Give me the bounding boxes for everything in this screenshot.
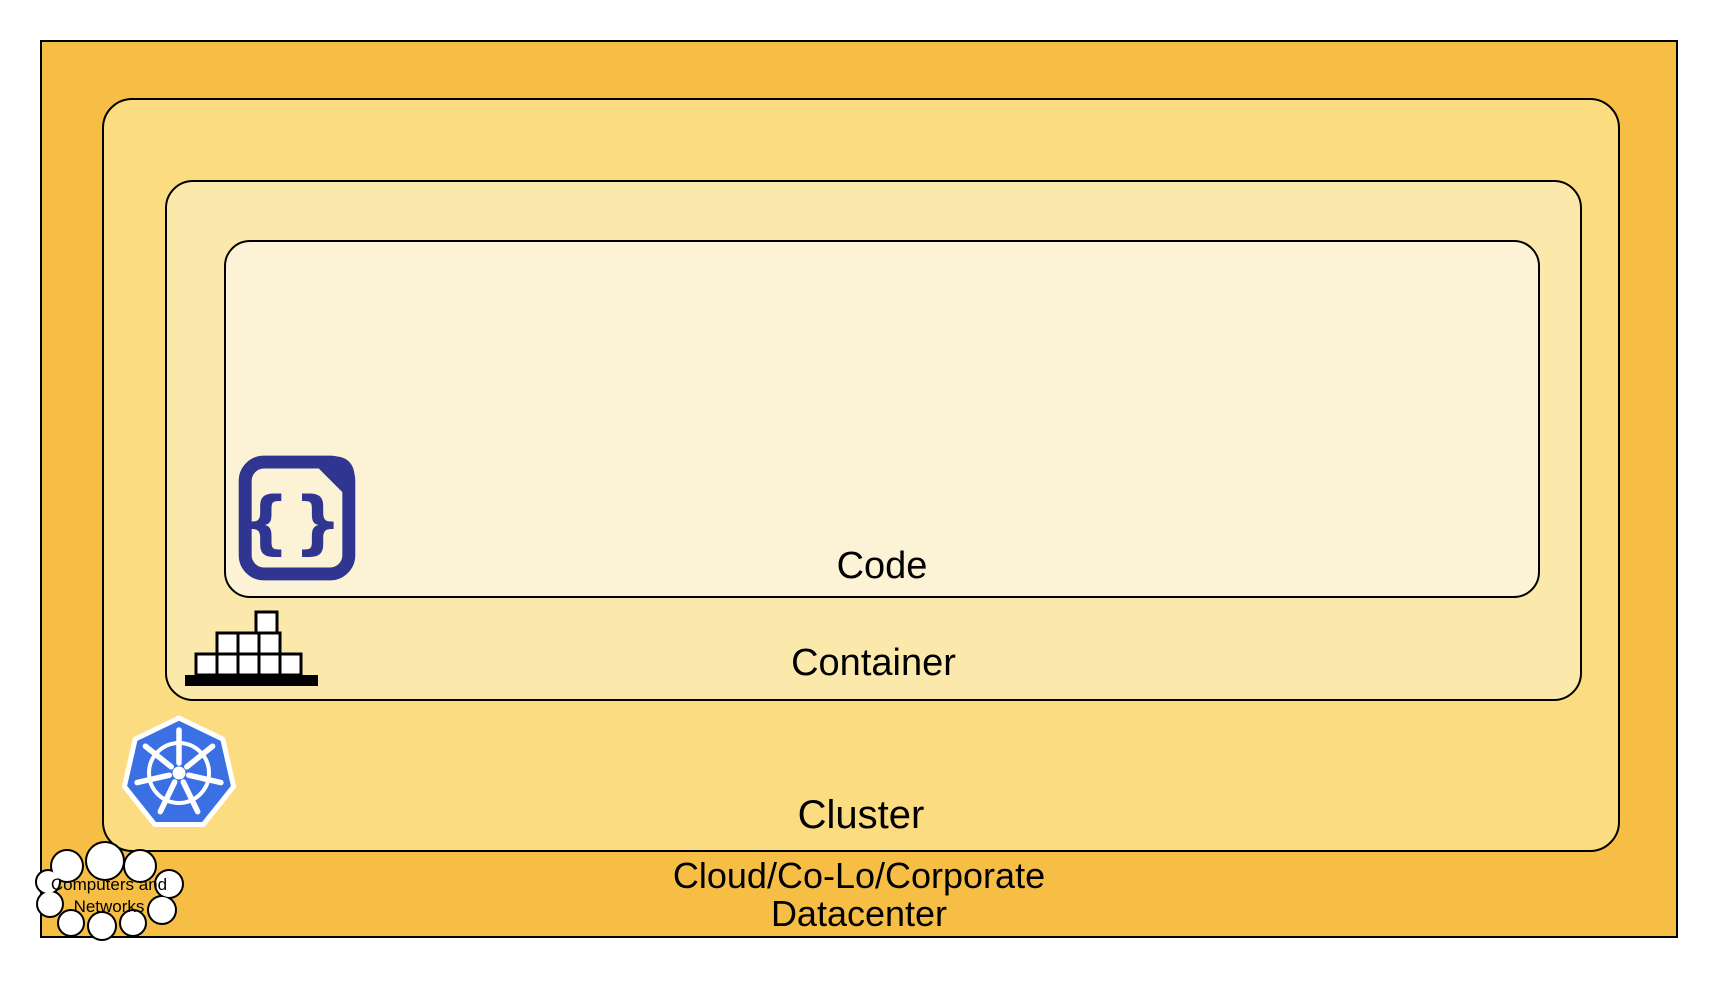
datacenter-label-line2: Datacenter	[770, 893, 948, 934]
cloud-label-line1: Computers and	[51, 875, 167, 894]
code-braces-glyph: {}	[241, 484, 345, 563]
helm-wheel	[134, 727, 224, 815]
layer-cluster: {} Code	[102, 98, 1620, 852]
container-stack-icon	[185, 610, 318, 688]
cloud-label-line2: Networks	[74, 897, 145, 916]
code-file-icon: {}	[238, 455, 356, 581]
layer-code: {} Code	[224, 240, 1540, 598]
layer-code-label: Code	[836, 545, 928, 587]
layer-datacenter-label: Cloud/Co-Lo/Corporate Datacenter	[42, 857, 1676, 933]
layer-container-label: Container	[791, 642, 956, 684]
datacenter-label-line1: Cloud/Co-Lo/Corporate	[672, 855, 1046, 896]
cloud-icon: Computers and Networks	[35, 841, 186, 942]
layer-container: {} Code	[165, 180, 1582, 701]
kubernetes-icon	[118, 715, 240, 833]
layer-datacenter: {} Code	[40, 40, 1678, 938]
layer-cluster-label: Cluster	[797, 793, 925, 837]
